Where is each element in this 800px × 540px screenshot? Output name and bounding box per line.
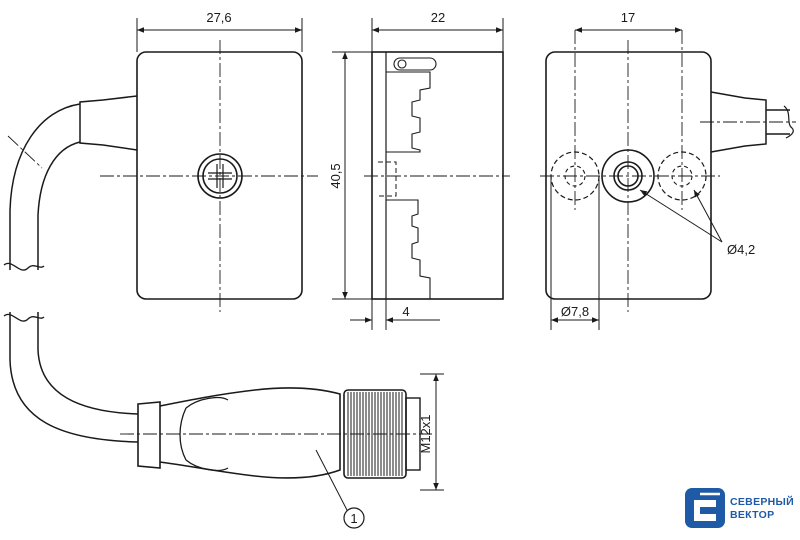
front-centerlines [7,40,318,312]
front-cable-gland [79,95,138,151]
dim-height: 40,5 [328,163,343,188]
cable-break-bottom [3,313,45,322]
company-logo: СЕВЕРНЫЙ ВЕКТОР [685,488,794,528]
dim-thread: M12x1 [418,414,433,453]
front-cable-inner [37,141,81,270]
rear-centerlines [540,30,796,312]
callout-label: 1 [350,511,357,526]
front-view [3,51,303,300]
dim-rear-width: 17 [621,10,635,25]
callout-leader [315,449,349,513]
dim-front-width: 27,6 [206,10,231,25]
front-body [136,51,303,300]
connector-body [159,387,341,479]
cable-break-top [3,262,45,271]
dim-offset: 4 [402,304,409,319]
rear-body [545,51,712,300]
side-slot [393,57,437,71]
leader-hole-diameter [639,189,723,243]
connector-cable-inner [37,312,139,415]
connector-cable-outer [9,312,139,443]
side-body [371,51,504,300]
rear-view [545,51,794,300]
side-profile-lower [386,199,431,299]
logo-text-line1: СЕВЕРНЫЙ [730,495,794,508]
callout-circle [343,507,365,529]
dimension-lines [136,18,682,491]
front-cable-outer [9,103,81,270]
dim-hole-diameter: Ø4,2 [727,242,755,257]
dim-counterbore: Ø7,8 [561,304,589,319]
connector-sleeve [137,401,161,469]
dim-side-width: 22 [431,10,445,25]
side-profile [386,71,431,153]
rear-cable [766,109,790,135]
logo-text-line2: ВЕКТОР [730,509,774,521]
side-view [371,51,504,300]
connector-view [3,312,421,479]
